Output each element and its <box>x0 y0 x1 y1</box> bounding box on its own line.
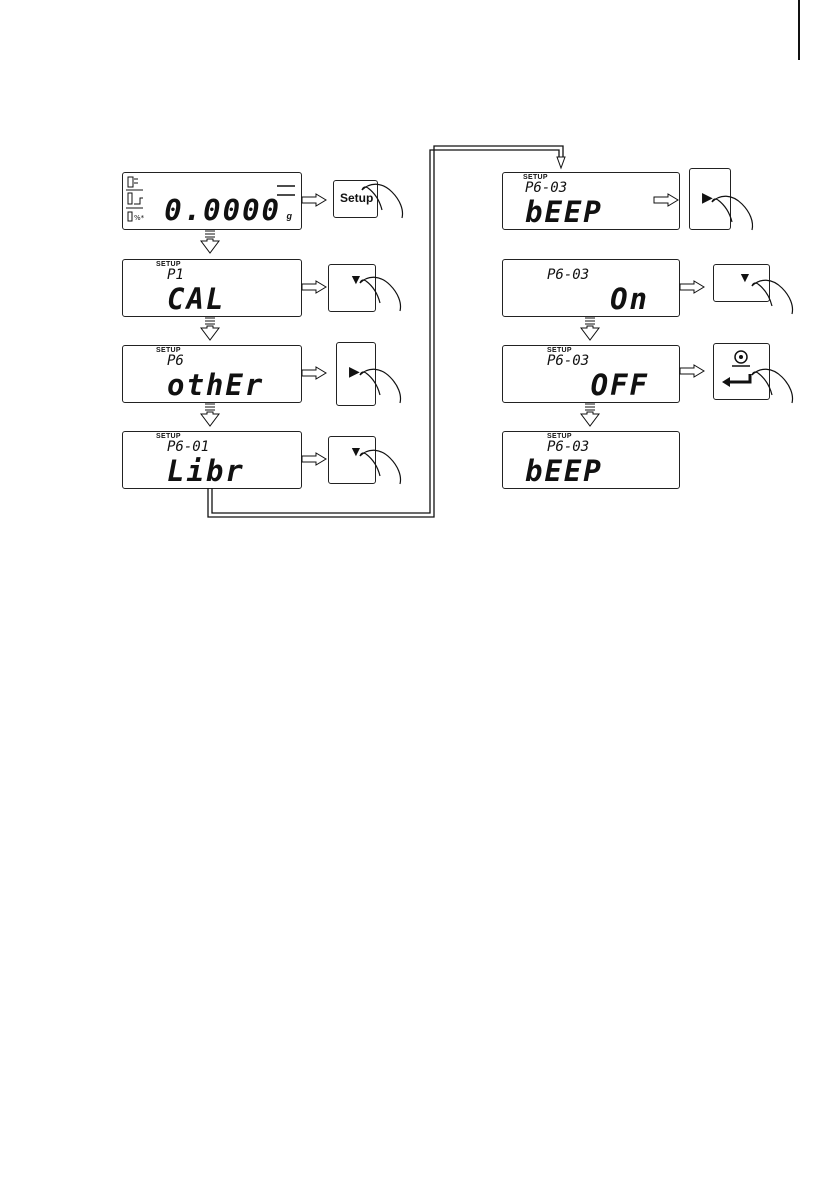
arrow-down-icon <box>201 404 219 426</box>
arrow-down-icon <box>581 404 599 426</box>
finger-icon <box>362 184 403 218</box>
finger-icon <box>360 450 401 484</box>
finger-icon <box>712 196 753 230</box>
arrow-down-icon <box>201 231 219 253</box>
arrow-right-icon <box>302 367 326 379</box>
arrow-right-icon <box>680 281 704 293</box>
finger-icon <box>360 277 401 311</box>
arrow-right-icon <box>302 453 326 465</box>
arrow-down-icon <box>581 318 599 340</box>
arrow-right-icon <box>302 281 326 293</box>
finger-icon <box>752 369 793 403</box>
arrow-right-icon <box>680 365 704 377</box>
finger-icon <box>360 369 401 403</box>
connector-line <box>208 146 563 517</box>
arrow-down-icon <box>557 157 565 168</box>
arrow-down-icon <box>201 318 219 340</box>
arrow-right-icon <box>654 194 678 206</box>
arrow-right-icon <box>302 194 326 206</box>
finger-icon <box>752 280 793 314</box>
flow-arrows <box>0 0 839 600</box>
